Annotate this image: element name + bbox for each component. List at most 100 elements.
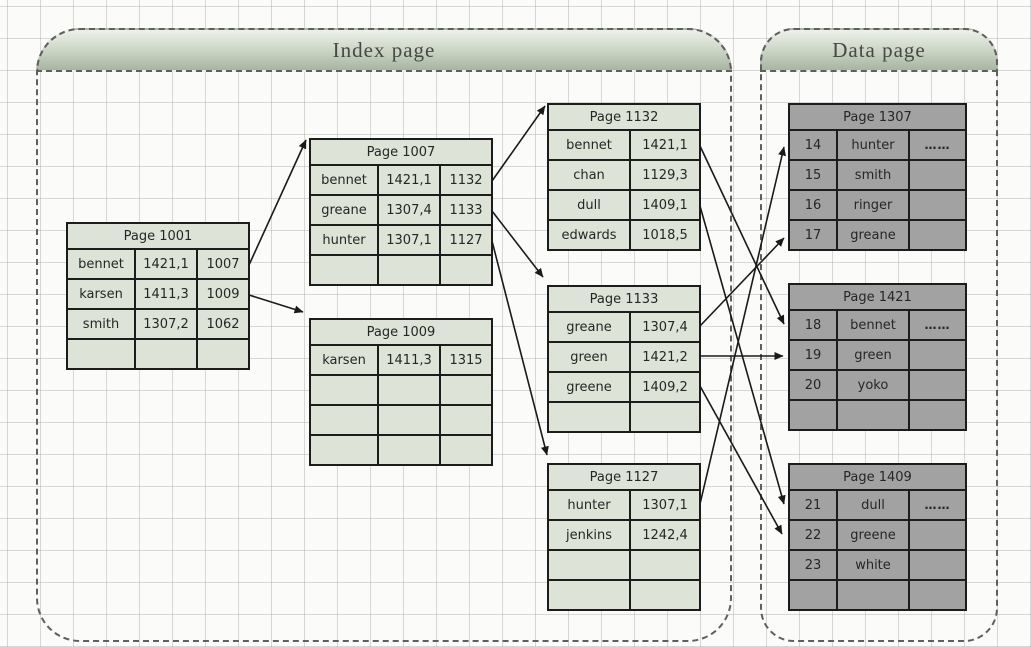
key-cell [547, 549, 631, 581]
key-cell: greene [836, 519, 910, 551]
key-cell: smith [66, 308, 136, 340]
table-title: Page 1009 [309, 318, 493, 346]
child-page-cell: 1007 [196, 248, 250, 280]
key-cell: hunter [309, 224, 379, 256]
rowid-cell: 1307,4 [628, 311, 702, 343]
row-number-cell: 18 [788, 309, 838, 341]
row-number-cell: 23 [788, 549, 838, 581]
index-page-banner: Index page [36, 28, 732, 72]
row-number-cell [788, 399, 838, 431]
index-section-title: Index page [332, 37, 436, 62]
key-cell: hunter [836, 129, 910, 161]
key-cell: bennet [66, 248, 136, 280]
key-cell: greane [309, 194, 379, 226]
value-cell [908, 189, 967, 221]
rowid-cell: 1018,5 [628, 219, 702, 251]
rowid-cell: 1409,2 [628, 371, 702, 403]
table-title: Page 1132 [546, 103, 702, 131]
key-cell: chan [547, 159, 631, 191]
child-page-cell: 1132 [439, 164, 493, 196]
row-number-cell: 22 [788, 519, 838, 551]
child-page-cell [439, 404, 493, 436]
key-cell [66, 338, 136, 370]
table-title: Page 1001 [66, 222, 250, 250]
rowid-cell: 1409,1 [628, 189, 702, 221]
child-page-cell [439, 374, 493, 406]
rowid-cell: 1307,2 [134, 308, 198, 340]
value-cell [908, 219, 967, 251]
value-cell [908, 399, 967, 431]
row-number-cell: 21 [788, 489, 838, 521]
child-page-cell: 1009 [196, 278, 250, 310]
child-page-cell: 1062 [196, 308, 250, 340]
key-cell [309, 374, 379, 406]
key-cell: hunter [547, 489, 631, 521]
rowid-cell [628, 579, 702, 611]
key-cell: karsen [309, 344, 379, 376]
data-section-title: Data page [832, 37, 926, 62]
rowid-cell: 1411,3 [134, 278, 198, 310]
row-number-cell: 15 [788, 159, 838, 191]
table-title: Page 1421 [788, 283, 967, 311]
table-title: Page 1127 [546, 463, 702, 491]
rowid-cell [628, 401, 702, 433]
index-page-1132-table: Page 1132 bennet 1421,1 chan 1129,3 dull… [546, 103, 702, 251]
rowid-cell: 1421,1 [134, 248, 198, 280]
index-page-1133-table: Page 1133 greane 1307,4 green 1421,2 gre… [546, 285, 702, 433]
key-cell: green [547, 341, 631, 373]
table-title: Page 1409 [788, 463, 967, 491]
key-cell: yoko [836, 369, 910, 401]
key-cell: jenkins [547, 519, 631, 551]
row-number-cell: 19 [788, 339, 838, 371]
row-number-cell [788, 579, 838, 611]
rowid-cell [628, 549, 702, 581]
rowid-cell: 1421,2 [628, 341, 702, 373]
row-number-cell: 17 [788, 219, 838, 251]
data-page-1409-table: Page 1409 21 dull …… 22 greene 23 white [788, 463, 967, 611]
key-cell: greane [547, 311, 631, 343]
value-cell [908, 579, 967, 611]
index-page-1001-table: Page 1001 bennet 1421,1 1007 karsen 1411… [66, 222, 250, 370]
index-page-section: Index page [36, 28, 732, 642]
ellipsis-cell: …… [908, 309, 967, 341]
index-page-1127-table: Page 1127 hunter 1307,1 jenkins 1242,4 [546, 463, 702, 611]
row-number-cell: 14 [788, 129, 838, 161]
data-page-1421-table: Page 1421 18 bennet …… 19 green 20 yoko [788, 283, 967, 431]
rowid-cell [134, 338, 198, 370]
rowid-cell [377, 374, 441, 406]
child-page-cell [196, 338, 250, 370]
key-cell [547, 579, 631, 611]
value-cell [908, 159, 967, 191]
value-cell [908, 369, 967, 401]
table-title: Page 1133 [546, 285, 702, 313]
key-cell: edwards [547, 219, 631, 251]
child-page-cell [439, 254, 493, 286]
table-title: Page 1007 [309, 138, 493, 166]
child-page-cell: 1127 [439, 224, 493, 256]
key-cell: dull [547, 189, 631, 221]
key-cell: greane [836, 219, 910, 251]
rowid-cell: 1307,4 [377, 194, 441, 226]
key-cell [309, 434, 379, 466]
rowid-cell: 1411,3 [377, 344, 441, 376]
key-cell [836, 399, 910, 431]
data-page-1307-table: Page 1307 14 hunter …… 15 smith 16 ringe… [788, 103, 967, 251]
data-page-banner: Data page [760, 28, 998, 72]
key-cell: bennet [309, 164, 379, 196]
value-cell [908, 549, 967, 581]
rowid-cell [377, 254, 441, 286]
key-cell [309, 404, 379, 436]
index-page-1007-table: Page 1007 bennet 1421,1 1132 greane 1307… [309, 138, 493, 286]
rowid-cell [377, 434, 441, 466]
table-title: Page 1307 [788, 103, 967, 131]
value-cell [908, 339, 967, 371]
key-cell: karsen [66, 278, 136, 310]
key-cell: smith [836, 159, 910, 191]
key-cell: dull [836, 489, 910, 521]
rowid-cell: 1421,1 [377, 164, 441, 196]
key-cell [836, 579, 910, 611]
key-cell: bennet [547, 129, 631, 161]
ellipsis-cell: …… [908, 489, 967, 521]
child-page-cell [439, 434, 493, 466]
key-cell: ringer [836, 189, 910, 221]
